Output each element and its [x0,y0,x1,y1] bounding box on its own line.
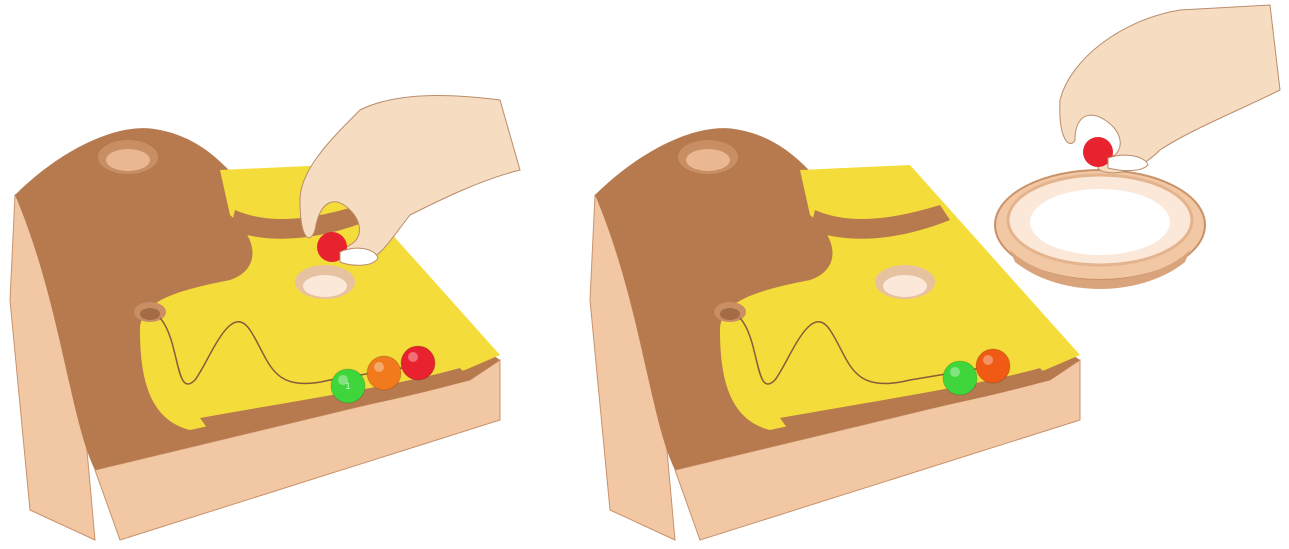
marble-highlight [983,355,993,365]
marble [976,349,1010,383]
tube-inner [140,308,160,320]
marble-highlight [408,352,418,362]
marble-label: 1 [345,381,350,391]
right-board-illustration [580,0,1289,549]
marble [401,346,435,380]
top-hole-inner [686,149,730,171]
marble-highlight [374,362,384,372]
bowl-inner [1030,189,1170,255]
sand-hole-inner [883,275,927,297]
left-panel: 1 [0,0,580,549]
marble [943,361,977,395]
sand-hole-inner [303,275,347,297]
marble-highlight [950,367,960,377]
left-board-illustration: 1 [0,0,580,549]
top-hole-inner [106,149,150,171]
tube-inner [720,308,740,320]
marble [367,356,401,390]
right-panel [580,0,1289,549]
